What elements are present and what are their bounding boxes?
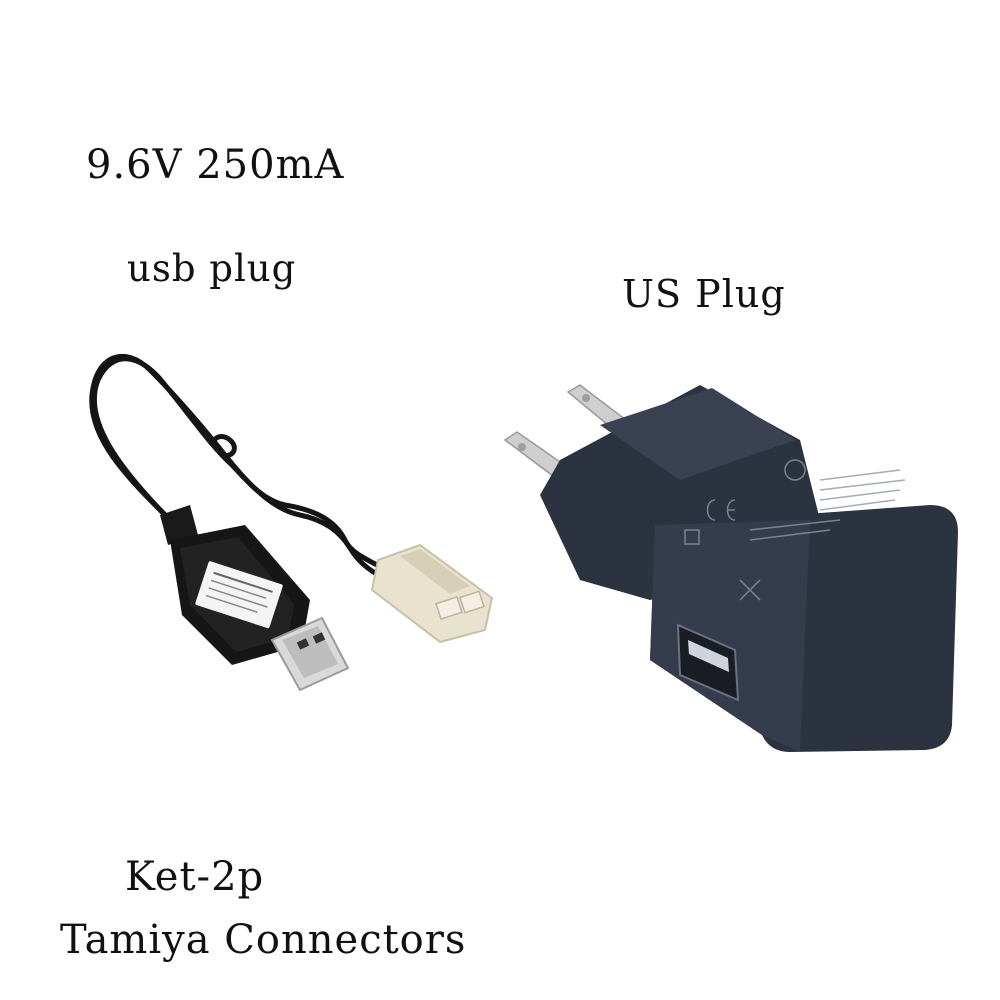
adapter-side-face [650, 520, 810, 752]
usb-plug-label: usb plug [127, 247, 297, 290]
plug-prongs [503, 384, 628, 477]
usb-a-connector [270, 616, 350, 692]
us-plug-label: US Plug [622, 272, 786, 316]
cable-strain-relief [160, 505, 198, 545]
tamiya-connectors-label: Tamiya Connectors [60, 917, 467, 963]
ket-2p-connector [370, 543, 494, 644]
regulatory-markings [684, 459, 906, 601]
cable-wire [89, 353, 399, 588]
adapter-top-face [600, 388, 795, 480]
ket-2p-label: Ket-2p [125, 854, 265, 900]
spec-label: 9.6V 250mA [86, 142, 345, 188]
usb-port [676, 623, 740, 702]
usb-charger-module [170, 525, 310, 665]
